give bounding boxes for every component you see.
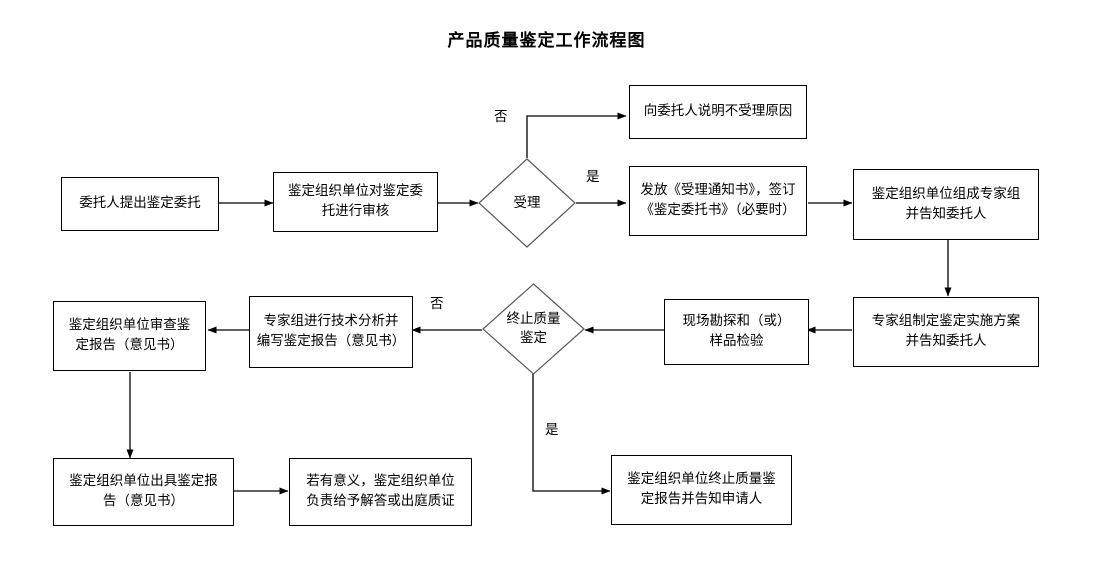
decision-accept[interactable]: 受理 [478, 158, 576, 248]
node-review-report[interactable]: 鉴定组织单位审查鉴 定报告（意见书） [53, 301, 206, 371]
decision-terminate[interactable]: 终止质量 鉴定 [482, 283, 585, 375]
diamond-shape-accept [478, 158, 576, 248]
decision-accept-label: 受理 [513, 194, 541, 211]
node-expert-plan[interactable]: 专家组制定鉴定实施方案 并告知委托人 [853, 297, 1039, 367]
node-explain-rejection[interactable]: 向委托人说明不受理原因 [629, 85, 807, 139]
diamond-shape-terminate [482, 283, 585, 375]
node-issue-report[interactable]: 鉴定组织单位出具鉴定报 告（意见书） [53, 458, 234, 526]
edge-label-terminate-yes: 是 [545, 422, 559, 438]
node-answer-or-testify[interactable]: 若有意义，鉴定组织单位 负责给予解答或出庭质证 [289, 458, 472, 526]
node-form-expert-group[interactable]: 鉴定组织单位组成专家组 并告知委托人 [853, 169, 1039, 240]
edge-label-accept-no: 否 [494, 109, 508, 125]
node-entrust-request[interactable]: 委托人提出鉴定委托 [61, 177, 219, 231]
edge-label-terminate-no: 否 [430, 296, 444, 312]
node-issue-acceptance-notice[interactable]: 发放《受理通知书》，签订 《鉴定委托书》（必要时） [629, 166, 807, 236]
node-review-entrustment[interactable]: 鉴定组织单位对鉴定委 托进行审核 [273, 172, 438, 232]
node-technical-analysis-report[interactable]: 专家组进行技术分析并 编写鉴定报告（意见书） [249, 296, 413, 368]
edge-label-accept-yes: 是 [586, 169, 600, 185]
node-terminate-report-notice[interactable]: 鉴定组织单位终止质量鉴 定报告并告知申请人 [611, 455, 792, 525]
decision-terminate-label: 终止质量 鉴定 [506, 311, 561, 346]
page-title: 产品质量鉴定工作流程图 [447, 31, 646, 51]
node-site-survey-sample-test[interactable]: 现场勘探和（或） 样品检验 [664, 299, 809, 365]
